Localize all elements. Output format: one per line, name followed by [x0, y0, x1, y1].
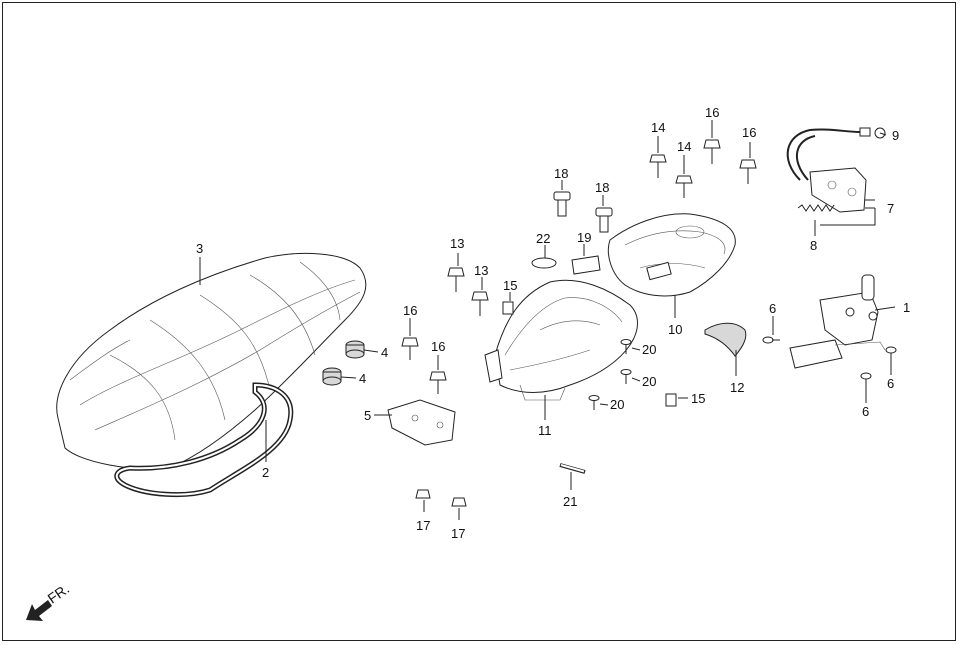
callout-22: 22 [536, 231, 550, 246]
callout-11: 11 [538, 423, 552, 438]
nut-17b [451, 497, 467, 507]
callout-18-right: 18 [595, 180, 609, 195]
callout-16-d: 16 [431, 339, 445, 354]
callout-15-left: 15 [503, 278, 517, 293]
callout-14-right: 14 [677, 139, 691, 154]
callout-8: 8 [810, 238, 817, 253]
plug-22 [531, 257, 557, 269]
callout-16-c: 16 [403, 303, 417, 318]
callout-13-lower: 13 [474, 263, 488, 278]
clip-15b [665, 393, 677, 407]
screw-6a [762, 336, 780, 344]
callout-21: 21 [563, 494, 577, 509]
callout-16-b: 16 [742, 125, 756, 140]
callout-19: 19 [577, 230, 591, 245]
callout-labels: 1 2 3 4 4 5 6 6 6 7 8 9 10 11 12 13 13 1… [196, 105, 910, 541]
screw-6b [885, 346, 897, 362]
callout-3: 3 [196, 241, 203, 256]
rubber-bumper-upper [345, 340, 365, 359]
callout-14-left: 14 [651, 120, 665, 135]
front-arrow-icon [26, 600, 52, 621]
front-direction-indicator: FR. [26, 580, 72, 621]
storage-tray-part [607, 213, 736, 297]
rubber-bumper-lower [322, 367, 342, 386]
bolt-16c [401, 337, 419, 360]
screw-20a [620, 339, 632, 354]
callout-15-right: 15 [691, 391, 705, 406]
callout-4-upper: 4 [381, 345, 388, 360]
seat-part [56, 252, 367, 470]
callout-17-left: 17 [416, 518, 430, 533]
bolt-14b [675, 175, 693, 198]
latch-part [809, 167, 867, 213]
callout-6-bottom: 6 [862, 404, 869, 419]
seat-lock-assembly-part [789, 274, 886, 369]
callout-5: 5 [364, 408, 371, 423]
screw-20b [620, 369, 632, 384]
callout-20-middle: 20 [642, 374, 656, 389]
bolt-13b [471, 291, 489, 316]
callout-18-left: 18 [554, 166, 568, 181]
callout-16-a: 16 [705, 105, 719, 120]
nut-17a [415, 489, 431, 499]
bolt-18b [595, 207, 613, 233]
pin-21 [559, 463, 586, 474]
seat-gasket-part [114, 382, 294, 498]
bolt-16a [703, 139, 721, 164]
bolt-18a [553, 191, 571, 217]
screw-20c [588, 395, 600, 410]
luggage-box-part [484, 279, 638, 401]
leader-lines [199, 120, 896, 520]
callout-12: 12 [730, 380, 744, 395]
callout-20-lower: 20 [610, 397, 624, 412]
pad-19 [571, 255, 601, 275]
bolt-13a [447, 267, 465, 292]
screw-6c [860, 372, 872, 388]
clip-15a [502, 301, 514, 315]
callout-2: 2 [262, 465, 269, 480]
callout-6-right: 6 [887, 376, 894, 391]
bracket-plate-part [387, 399, 456, 446]
bolt-14a [649, 154, 667, 178]
callout-20-upper: 20 [642, 342, 656, 357]
callout-9: 9 [892, 128, 899, 143]
callout-10: 10 [668, 322, 682, 337]
bolt-16b [739, 159, 757, 184]
callout-17-right: 17 [451, 526, 465, 541]
cover-piece-part [704, 322, 747, 357]
callout-1: 1 [903, 300, 910, 315]
bolt-16d [429, 371, 447, 394]
release-cable-part [786, 127, 886, 181]
spring-part [797, 204, 835, 212]
callout-4-lower: 4 [359, 371, 366, 386]
callout-13-upper: 13 [450, 236, 464, 251]
callout-7: 7 [887, 201, 894, 216]
callout-6-top: 6 [769, 301, 776, 316]
